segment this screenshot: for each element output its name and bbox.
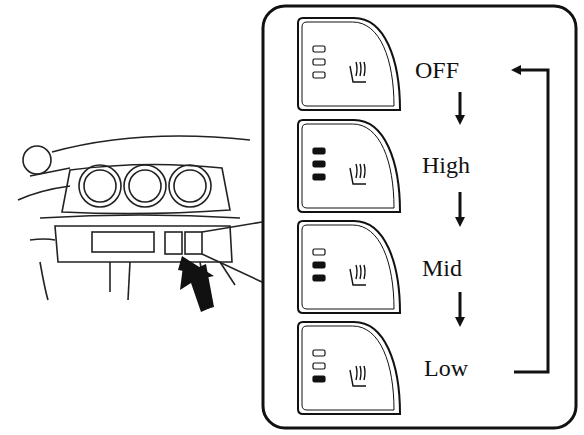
- pointer-arrow: [180, 258, 214, 312]
- mode-label: Mid: [422, 256, 462, 280]
- cycle-arrows: [460, 70, 548, 372]
- seat-heater-symbol: [350, 265, 366, 285]
- level-indicator: [313, 46, 325, 52]
- switch-icons: [298, 18, 400, 414]
- level-indicator: [313, 275, 325, 281]
- seat-heater-symbol: [350, 164, 366, 184]
- level-indicator: [313, 59, 325, 65]
- level-indicator: [313, 72, 325, 78]
- mode-label: OFF: [415, 58, 459, 82]
- callout-panel: [263, 6, 576, 428]
- switch-outline: [298, 120, 400, 212]
- switch-inner-outline: [302, 124, 394, 208]
- dashboard-drawing: [18, 136, 262, 300]
- level-indicator: [313, 363, 325, 369]
- level-indicator: [313, 148, 325, 154]
- switch-inner-outline: [302, 225, 394, 309]
- mode-label: Low: [424, 356, 468, 380]
- seat-heater-symbol: [350, 62, 366, 82]
- level-indicator: [313, 262, 325, 268]
- level-indicator: [313, 249, 325, 255]
- level-indicator: [313, 350, 325, 356]
- switch-outline: [298, 221, 400, 313]
- switch-inner-outline: [302, 22, 394, 106]
- level-indicator: [313, 376, 325, 382]
- level-indicator: [313, 161, 325, 167]
- mode-label: High: [422, 153, 470, 177]
- level-indicator: [313, 174, 325, 180]
- seat-heater-symbol: [350, 366, 366, 386]
- switch-inner-outline: [302, 326, 394, 410]
- switch-outline: [298, 18, 400, 110]
- switch-outline: [298, 322, 400, 414]
